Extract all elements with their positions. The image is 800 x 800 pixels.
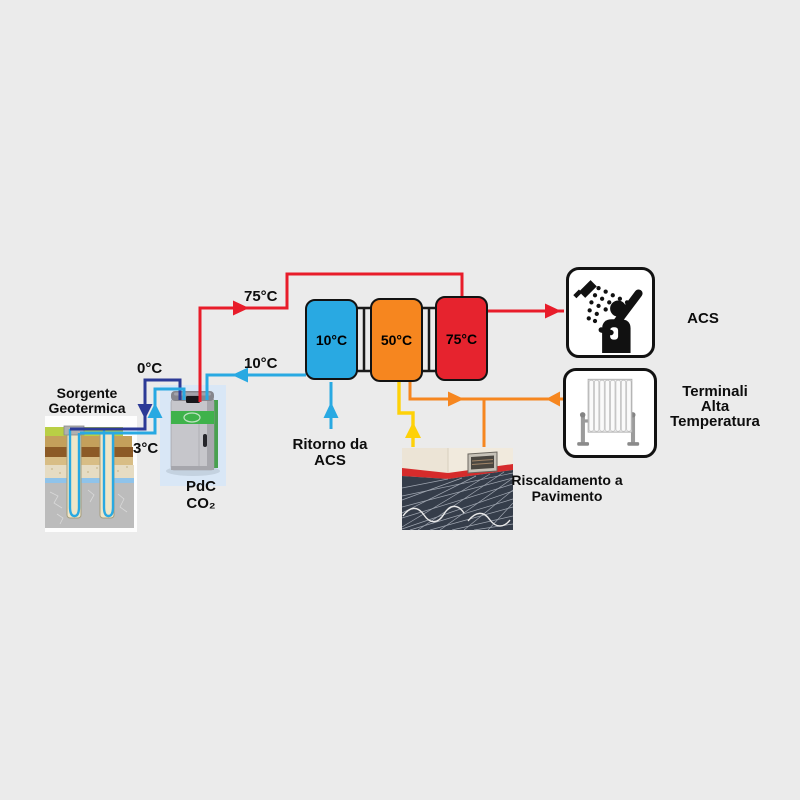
pipe-navy-to-ground xyxy=(70,378,182,431)
acs-label: ACS xyxy=(687,310,719,327)
arrow-down-icon xyxy=(137,404,153,419)
temp-label-3c: 3°C xyxy=(133,440,159,457)
heat-pump-logo xyxy=(183,412,201,423)
heat-pump-label: PdC CO₂ xyxy=(186,478,216,512)
tank-10c: 10°C xyxy=(305,299,358,380)
temp-label-10c: 10°C xyxy=(244,355,278,372)
arrow-up-icon xyxy=(147,403,163,418)
arrow-up-icon xyxy=(405,422,421,438)
temp-label-75c: 75°C xyxy=(244,288,278,305)
pipe-blue-from-ground xyxy=(80,387,186,435)
tank-50c: 50°C xyxy=(370,298,423,382)
tank-75c-label: 75°C xyxy=(445,330,478,347)
arrow-right-icon xyxy=(233,300,249,316)
pipe-orange-high-temp xyxy=(408,382,563,447)
shower-icon xyxy=(572,279,643,353)
geothermal-source-label: Sorgente Geotermica xyxy=(48,385,126,416)
pipe-red-supply xyxy=(198,272,464,402)
borehole-u-tubes xyxy=(68,429,115,518)
arrow-left-icon xyxy=(546,391,560,407)
high-temp-terminals-label: Terminali Alta Temperatura xyxy=(670,383,760,430)
pipe-red-to-acs xyxy=(488,303,564,319)
radiator-icon xyxy=(577,378,640,446)
radiator-box xyxy=(563,368,657,458)
floor-heating-label: Riscaldamento a Pavimento xyxy=(511,472,623,504)
pipe-blue-return xyxy=(205,367,306,400)
arrow-right-icon xyxy=(545,303,561,319)
tank-50c-label: 50°C xyxy=(380,332,413,348)
pipe-yellow-floor xyxy=(397,382,421,447)
arrow-up-icon xyxy=(323,402,339,418)
arrow-right-icon xyxy=(448,391,464,407)
heat-pump-display xyxy=(186,396,200,403)
tank-10c-label: 10°C xyxy=(315,331,348,348)
floor-pipe-loops xyxy=(402,505,511,527)
radiator-tubes xyxy=(588,379,632,432)
heat-pump-image xyxy=(160,385,226,486)
ground-cross-section-image xyxy=(45,416,137,532)
floor-pipe-grid xyxy=(401,471,514,531)
floor-heating-image xyxy=(401,448,514,531)
tank-connectors xyxy=(357,306,436,373)
arrow-left-icon xyxy=(232,367,248,383)
rock-cracks xyxy=(49,489,128,525)
acs-box xyxy=(566,267,655,358)
raised-arm xyxy=(612,288,643,326)
pipe-blue-acs-return xyxy=(323,382,339,429)
tank-75c: 75°C xyxy=(435,296,488,381)
acs-return-label: Ritorno da ACS xyxy=(292,436,368,469)
temp-label-0c: 0°C xyxy=(137,360,163,377)
